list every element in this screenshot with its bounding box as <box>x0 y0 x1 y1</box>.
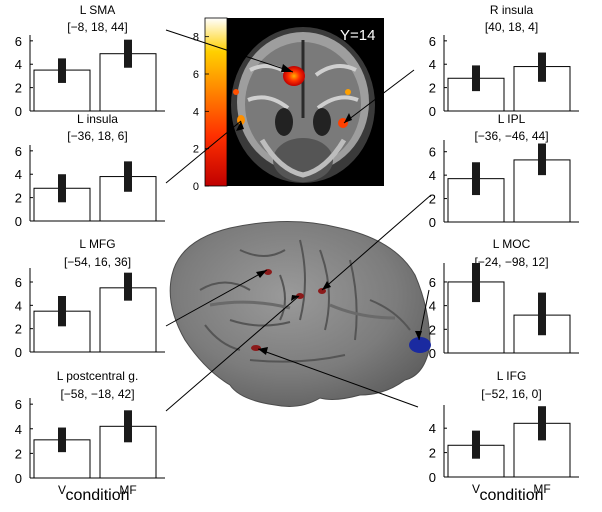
y-tick-label: 4 <box>429 299 436 314</box>
bar-chart-panel: L IPL [−36, −46, 44] 0 2 4 6 <box>429 112 579 230</box>
error-bar <box>538 143 546 176</box>
activation-extra <box>345 89 351 95</box>
coronal-slice-panel: 0 2 4 6 8 Y=14 <box>193 17 384 193</box>
y-tick-label: 0 <box>15 214 22 229</box>
y-tick-label: 6 <box>15 397 22 412</box>
error-bar <box>58 427 66 453</box>
y-tick-label: 2 <box>429 192 436 207</box>
y-tick-label: 4 <box>15 298 22 313</box>
chart-subtitle: [−36, −46, 44] <box>474 129 548 143</box>
y-tick-label: 2 <box>15 81 22 96</box>
callout-arrowheads <box>236 64 422 355</box>
y-tick-label: 0 <box>429 346 436 361</box>
error-bar <box>124 39 132 68</box>
chart-title: L MFG <box>79 237 115 251</box>
y-tick-label: 2 <box>15 191 22 206</box>
chart-title: L IPL <box>498 112 526 126</box>
y-tick-label: 4 <box>15 422 22 437</box>
chart-title: L insula <box>77 112 118 126</box>
colorbar <box>204 17 228 187</box>
y-tick-label: 0 <box>429 470 436 485</box>
x-axis-label: condition <box>65 487 129 504</box>
y-tick-label: 0 <box>15 345 22 360</box>
y-tick-label: 6 <box>15 34 22 49</box>
y-tick-label: 0 <box>429 104 436 119</box>
error-bar <box>472 162 480 196</box>
bar-chart-panel: L insula [−36, 18, 6] 0 2 4 6 <box>15 112 165 229</box>
error-bar <box>58 58 66 83</box>
brain-surface-render <box>169 221 431 407</box>
x-tick-label: V <box>472 482 480 496</box>
chart-subtitle: [−58, −18, 42] <box>60 387 134 401</box>
y-tick-label: 6 <box>429 34 436 49</box>
y-tick-label: 6 <box>429 275 436 290</box>
chart-subtitle: [−54, 16, 36] <box>64 255 131 269</box>
x-tick-label: V <box>58 483 66 497</box>
activation-ipl <box>318 288 326 294</box>
error-bar <box>58 174 66 203</box>
error-bar <box>124 272 132 301</box>
error-bar <box>58 296 66 327</box>
y-tick-label: 0 <box>15 104 22 119</box>
y-tick-label: 4 <box>15 167 22 182</box>
mri-coronal-slice <box>231 27 375 183</box>
y-tick-label: 2 <box>15 322 22 337</box>
y-tick-label: 2 <box>15 446 22 461</box>
error-bar <box>538 52 546 82</box>
activation-moc <box>409 337 431 353</box>
slice-label: Y=14 <box>340 27 375 44</box>
y-tick-label: 2 <box>429 322 436 337</box>
chart-title: L MOC <box>493 237 531 251</box>
error-bar <box>124 410 132 443</box>
y-tick-label: 2 <box>429 81 436 96</box>
y-tick-label: 6 <box>429 145 436 160</box>
colorbar-tick-label: 0 <box>193 181 199 193</box>
chart-subtitle: [−36, 18, 6] <box>67 129 127 143</box>
colorbar-tick-label: 8 <box>193 32 199 44</box>
chart-subtitle: [−24, −98, 12] <box>474 255 548 269</box>
colorbar-tick-label: 4 <box>193 106 199 118</box>
y-tick-label: 4 <box>429 57 436 72</box>
colorbar-ticks: 0 2 4 6 8 <box>193 32 209 193</box>
x-tick-label: MF <box>119 483 136 497</box>
bar <box>447 178 505 223</box>
y-tick-label: 0 <box>429 215 436 230</box>
colorbar-tick-label: 2 <box>193 144 199 156</box>
y-tick-label: 4 <box>429 421 436 436</box>
chart-title: L SMA <box>80 3 116 17</box>
chart-subtitle: [−8, 18, 44] <box>67 20 127 34</box>
chart-subtitle: [−52, 16, 0] <box>481 387 541 401</box>
y-tick-label: 2 <box>429 446 436 461</box>
y-tick-label: 6 <box>15 275 22 290</box>
y-tick-label: 4 <box>15 57 22 72</box>
x-tick-label: MF <box>533 482 550 496</box>
error-bar <box>538 406 546 441</box>
chart-title: R insula <box>490 3 534 17</box>
callout-lines <box>165 29 432 412</box>
chart-title: L postcentral g. <box>57 369 139 383</box>
y-tick-label: 4 <box>429 168 436 183</box>
error-bar <box>472 65 480 92</box>
error-bar <box>472 430 480 459</box>
bar-chart-panel: R insula [40, 18, 4] 0 2 4 6 <box>429 3 579 119</box>
error-bar <box>472 263 480 303</box>
error-bar <box>124 161 132 192</box>
colorbar-tick-label: 6 <box>193 69 199 81</box>
y-tick-label: 0 <box>15 471 22 486</box>
chart-subtitle: [40, 18, 4] <box>485 20 538 34</box>
x-axis-label: condition <box>479 487 543 504</box>
chart-title: L IFG <box>497 369 527 383</box>
y-tick-label: 6 <box>15 144 22 159</box>
bar-chart-panel: L MFG [−54, 16, 36] 0 2 4 6 <box>15 237 165 360</box>
bar-charts: L SMA [−8, 18, 44] 0 2 4 6 L insula [−36, 18, 6… <box>15 3 579 504</box>
bar-chart-panel: L postcentral g. [−58, −18, 42] 0 2 4 6V MFcon… <box>15 369 165 504</box>
error-bar <box>538 292 546 336</box>
bar-chart-panel: L MOC [−24, −98, 12] 0 2 4 6 <box>429 237 579 361</box>
bar-chart-panel: L SMA [−8, 18, 44] 0 2 4 6 <box>15 3 165 119</box>
